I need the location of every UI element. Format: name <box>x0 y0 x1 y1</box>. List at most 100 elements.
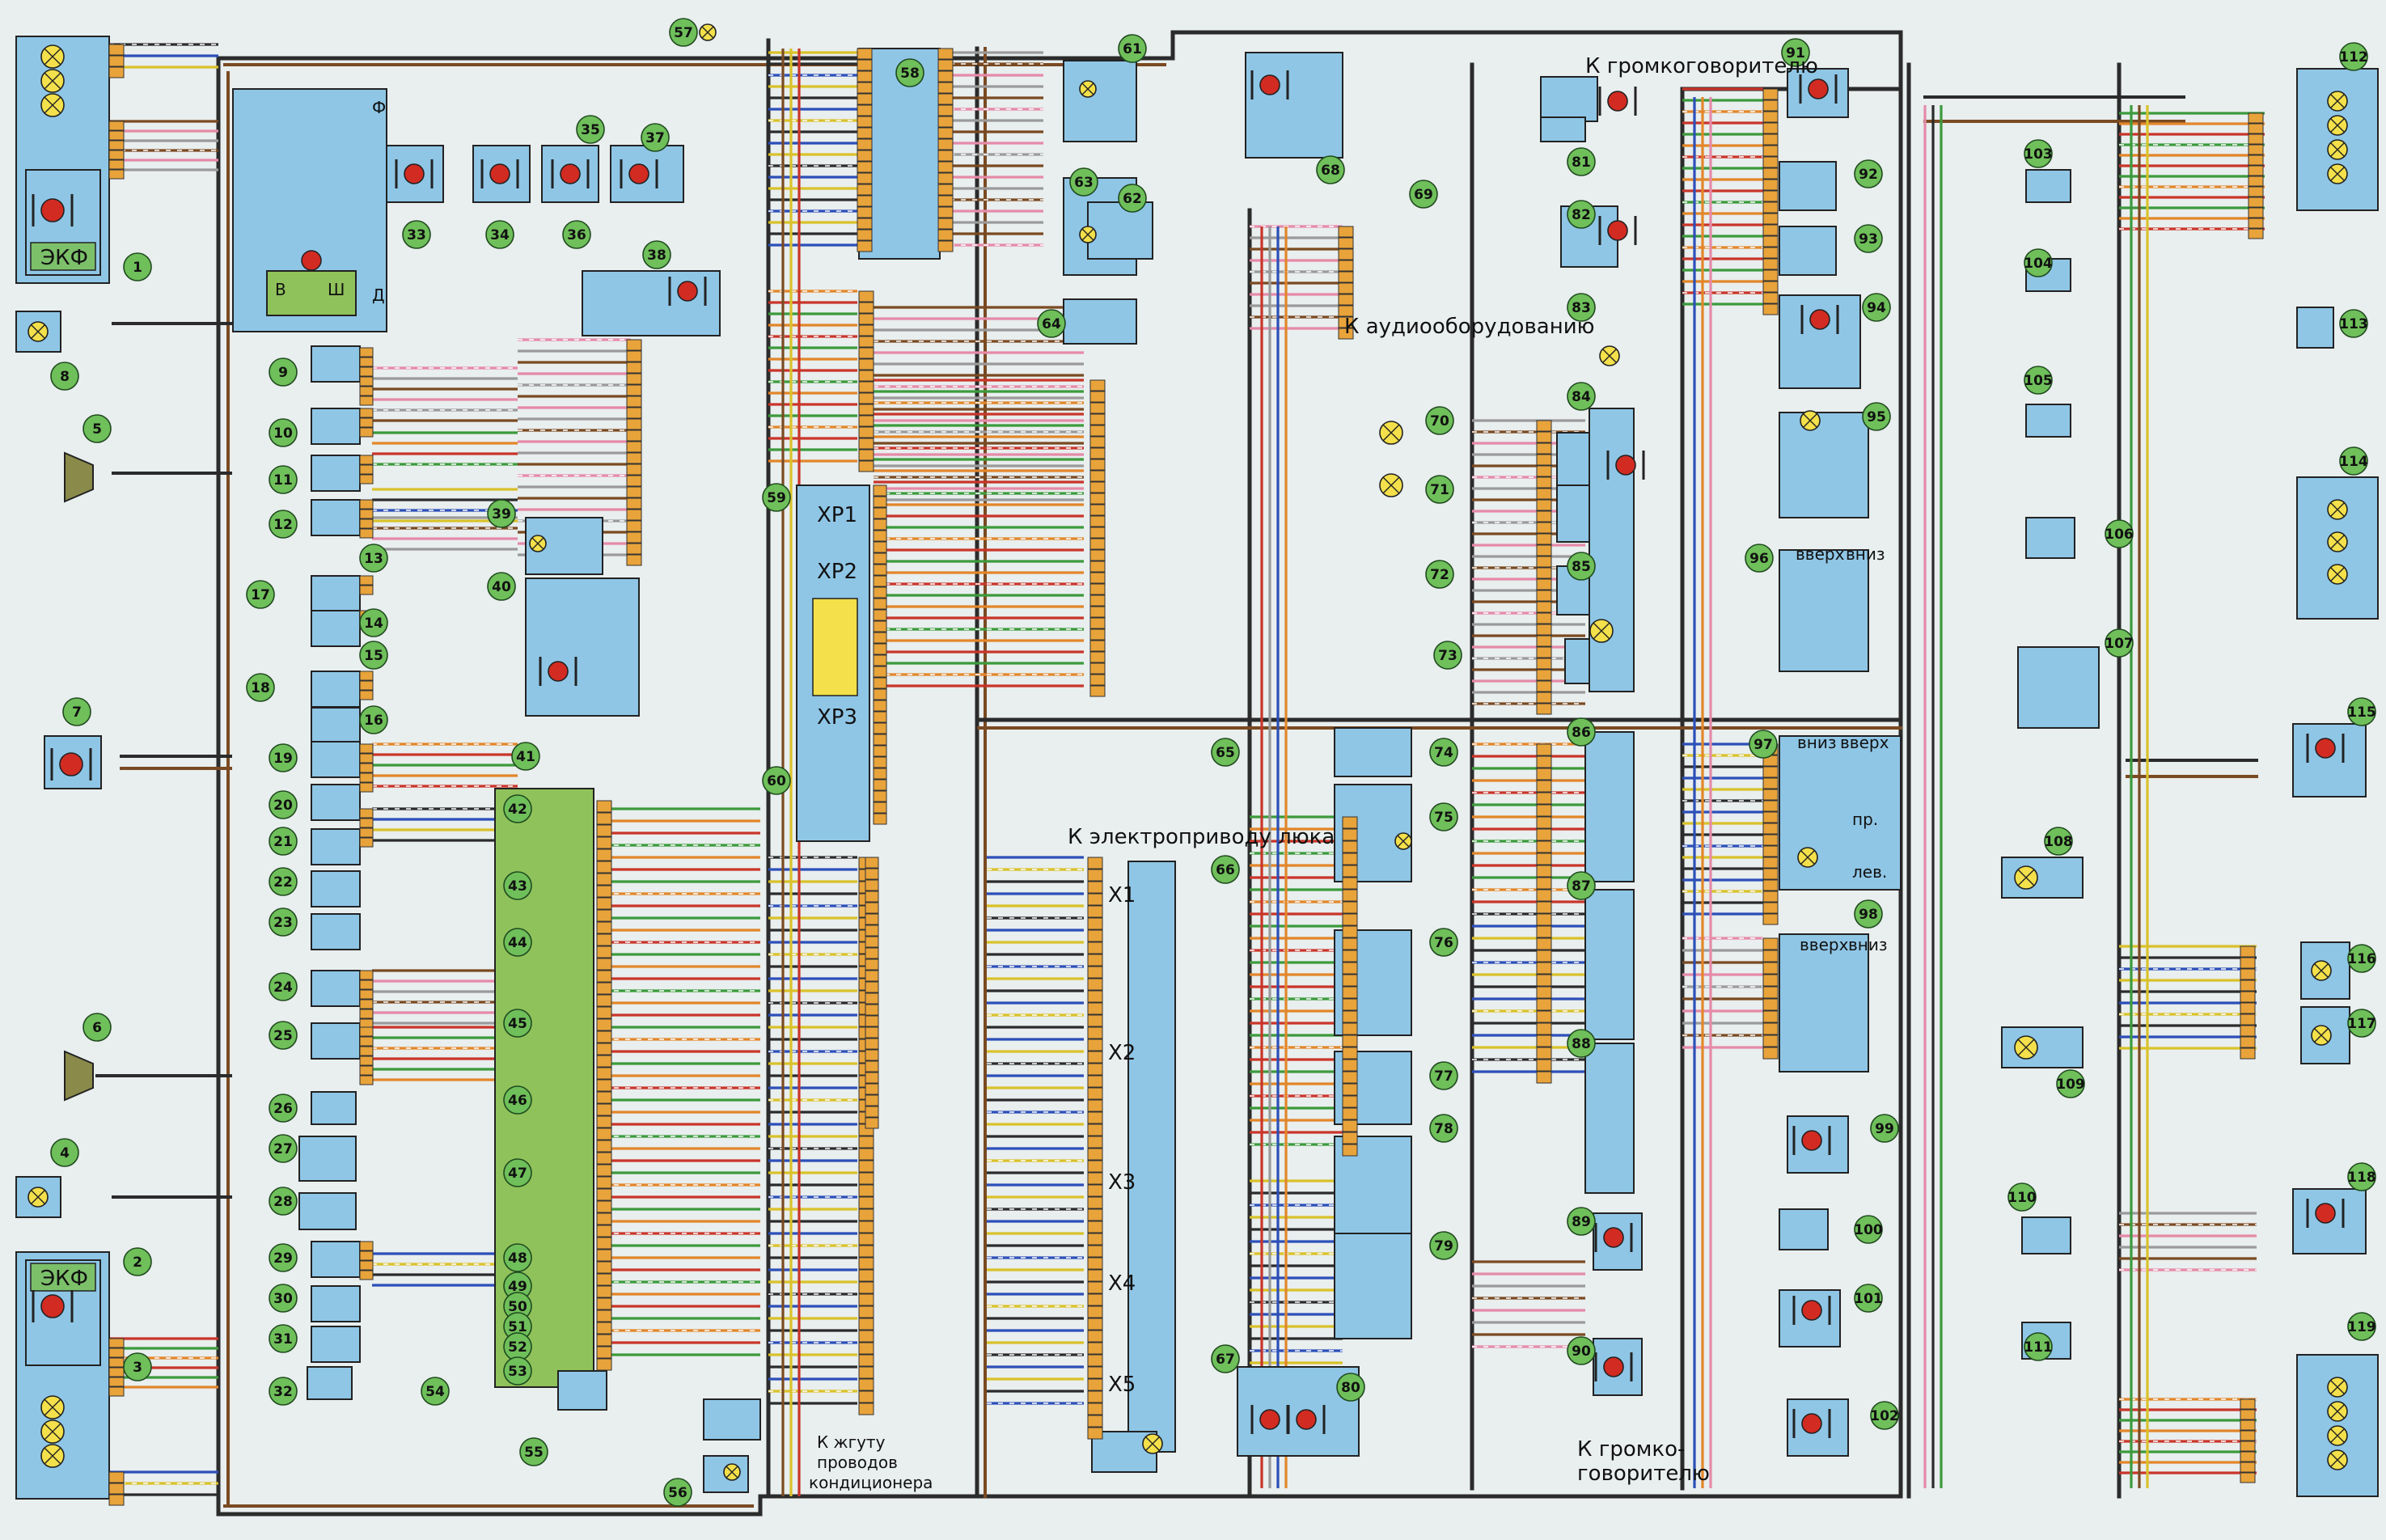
marker-number-77: 77 <box>1434 1068 1453 1085</box>
terminal-pin <box>1087 1014 1103 1027</box>
terminal-pin <box>359 818 374 828</box>
terminal-pin <box>1338 248 1354 260</box>
terminal-pin <box>108 140 125 150</box>
component-box <box>1779 412 1869 518</box>
terminal-pin <box>1089 549 1106 561</box>
terminal-pin <box>1762 891 1779 903</box>
marker-circle-88 <box>1567 1029 1596 1058</box>
terminal-pin <box>1089 493 1106 505</box>
terminal-pin <box>359 1056 374 1066</box>
marker-number-24: 24 <box>273 979 293 996</box>
terminal-pin <box>596 1176 612 1189</box>
to-ac-harness-1: К жгуту <box>817 1432 886 1452</box>
marker-circle-81 <box>1567 147 1596 176</box>
terminal-pin <box>359 808 374 819</box>
terminal-pin <box>1762 1034 1779 1047</box>
component-box <box>1589 408 1635 692</box>
terminal-pin <box>873 677 887 689</box>
terminal-pin <box>596 958 612 971</box>
terminal-pin <box>596 1261 612 1274</box>
marker-number-39: 39 <box>492 506 511 522</box>
terminal-pin <box>1087 1026 1103 1039</box>
motor-brush <box>480 159 519 188</box>
component-box <box>311 1285 361 1322</box>
terminal-pin <box>1089 402 1106 414</box>
terminal-pin <box>1087 954 1103 967</box>
marker-circle-17 <box>246 580 275 609</box>
terminal-pin <box>858 449 874 461</box>
marker-number-111: 111 <box>2024 1339 2053 1356</box>
terminal-pin <box>1089 674 1106 686</box>
marker-circle-36 <box>562 220 591 249</box>
terminal-pin <box>1342 1132 1358 1144</box>
terminal-pin <box>1089 515 1106 527</box>
marker-circle-76 <box>1429 928 1458 957</box>
terminal-pin <box>1087 978 1103 991</box>
terminal-pin <box>937 48 954 60</box>
terminal-pin <box>626 429 642 442</box>
terminal-pin <box>858 415 874 427</box>
terminal-pin <box>1342 877 1358 890</box>
lamp-cross <box>2330 502 2345 517</box>
marker-circle-95 <box>1862 402 1891 431</box>
terminal-pin <box>873 484 887 497</box>
component-box <box>2025 169 2071 203</box>
terminal-pin <box>1762 269 1779 281</box>
marker-number-1: 1 <box>133 260 142 276</box>
terminal-pin <box>858 1136 874 1149</box>
terminal-pin <box>1536 937 1552 950</box>
terminal-pin <box>359 1009 374 1019</box>
terminal-pin <box>596 1346 612 1359</box>
terminal-pin <box>937 138 954 150</box>
component-box <box>703 1455 749 1493</box>
marker-circle-73 <box>1433 641 1462 670</box>
component-box <box>311 345 361 383</box>
marker-circle-53 <box>503 1356 532 1386</box>
terminal-pin <box>865 1072 879 1084</box>
terminal-pin <box>1536 658 1552 670</box>
marker-number-60: 60 <box>767 773 786 789</box>
terminal-pin <box>1536 986 1552 999</box>
terminal-pin <box>1342 962 1358 975</box>
lamp-cross <box>1382 424 1400 442</box>
marker-circle-4 <box>50 1138 79 1167</box>
terminal-pin <box>858 1184 874 1197</box>
marker-circle-112 <box>2339 42 2368 71</box>
terminal-pin <box>1536 974 1552 987</box>
terminal-pin <box>596 994 612 1007</box>
component-box <box>1245 52 1343 159</box>
lamp-cross <box>1145 1436 1160 1451</box>
marker-number-20: 20 <box>273 798 293 814</box>
terminal-pin <box>858 1172 874 1185</box>
terminal-pin <box>596 1237 612 1250</box>
terminal-pin <box>1338 237 1354 249</box>
terminal-pin <box>873 552 887 565</box>
terminal-pin <box>626 441 642 453</box>
terminal-pin <box>1762 303 1779 315</box>
component-box <box>557 1370 607 1411</box>
terminal-pin <box>1762 1022 1779 1035</box>
marker-number-23: 23 <box>273 915 293 931</box>
terminal-pin <box>858 324 874 336</box>
terminal-pin <box>873 586 887 599</box>
terminal-pin <box>2248 186 2264 197</box>
terminal-pin <box>359 585 374 595</box>
component-box <box>311 870 361 908</box>
marker-circle-3 <box>123 1352 152 1381</box>
terminal-pin <box>596 1297 612 1310</box>
component-box <box>1540 76 1598 122</box>
marker-circle-109 <box>2056 1069 2085 1098</box>
marker-number-2: 2 <box>133 1254 142 1271</box>
terminal-pin <box>873 496 887 508</box>
terminal-pin <box>858 1378 874 1391</box>
terminal-pin <box>359 1046 374 1056</box>
terminal-pin <box>1536 680 1552 692</box>
xp2-socket <box>812 598 858 696</box>
terminal-pin <box>1762 258 1779 270</box>
terminal-pin <box>1342 1144 1358 1157</box>
component-box <box>1334 727 1412 777</box>
marker-circle-115 <box>2347 697 2376 726</box>
terminal-pin <box>1087 1208 1103 1221</box>
lamp-cross <box>1593 622 1610 640</box>
ekf-label-box-top <box>30 242 96 271</box>
